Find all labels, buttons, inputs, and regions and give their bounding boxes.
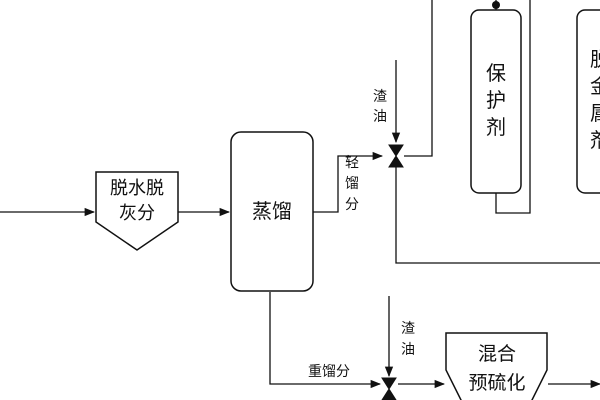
residue-oil-top-char-1: 渣	[373, 89, 387, 105]
demetal-label-char-1: 脱	[590, 47, 600, 71]
light-fraction-char-2: 馏	[345, 176, 359, 192]
protect-label-char-2: 护	[486, 88, 506, 112]
heavy-fraction-label: 重馏分	[308, 364, 350, 380]
residue-oil-bottom-char-1: 渣	[401, 321, 415, 337]
protectant-inlet-dot	[492, 1, 500, 9]
protect-bottom-line	[495, 0, 531, 214]
protect-label-char-3: 剂	[486, 115, 506, 139]
dewater-label-line1: 脱水脱	[110, 178, 164, 199]
light-fraction-line	[313, 151, 384, 213]
residue-oil-top-char-2: 油	[373, 109, 387, 125]
demetal-reactor	[576, 9, 600, 194]
heavy-fraction-line	[269, 292, 382, 389]
valve-bottom	[381, 377, 397, 400]
distill-label: 蒸馏	[252, 199, 292, 223]
recycle-line	[395, 164, 600, 264]
light-fraction-char-3: 分	[345, 197, 359, 213]
light-fraction-char-1: 轻	[345, 155, 359, 171]
mix-label-line1: 混合	[478, 343, 516, 365]
residue-oil-bottom-char-2: 油	[401, 342, 415, 358]
demetal-label-char-3: 属	[590, 101, 600, 125]
valve-top	[388, 144, 404, 168]
protectant-reactor	[470, 9, 522, 194]
dewater-deash-unit	[95, 171, 179, 251]
mix-label-line2: 预硫化	[468, 372, 525, 394]
demetal-label-char-2: 金	[590, 74, 600, 98]
dewater-label-line2: 灰分	[119, 203, 155, 224]
to-upper-reactor-line	[404, 0, 433, 157]
mix-presulfide-unit	[445, 332, 548, 400]
distillation-column	[230, 131, 314, 292]
protect-label-char-1: 保	[486, 61, 506, 85]
demetal-label-char-4: 剂	[590, 128, 600, 152]
